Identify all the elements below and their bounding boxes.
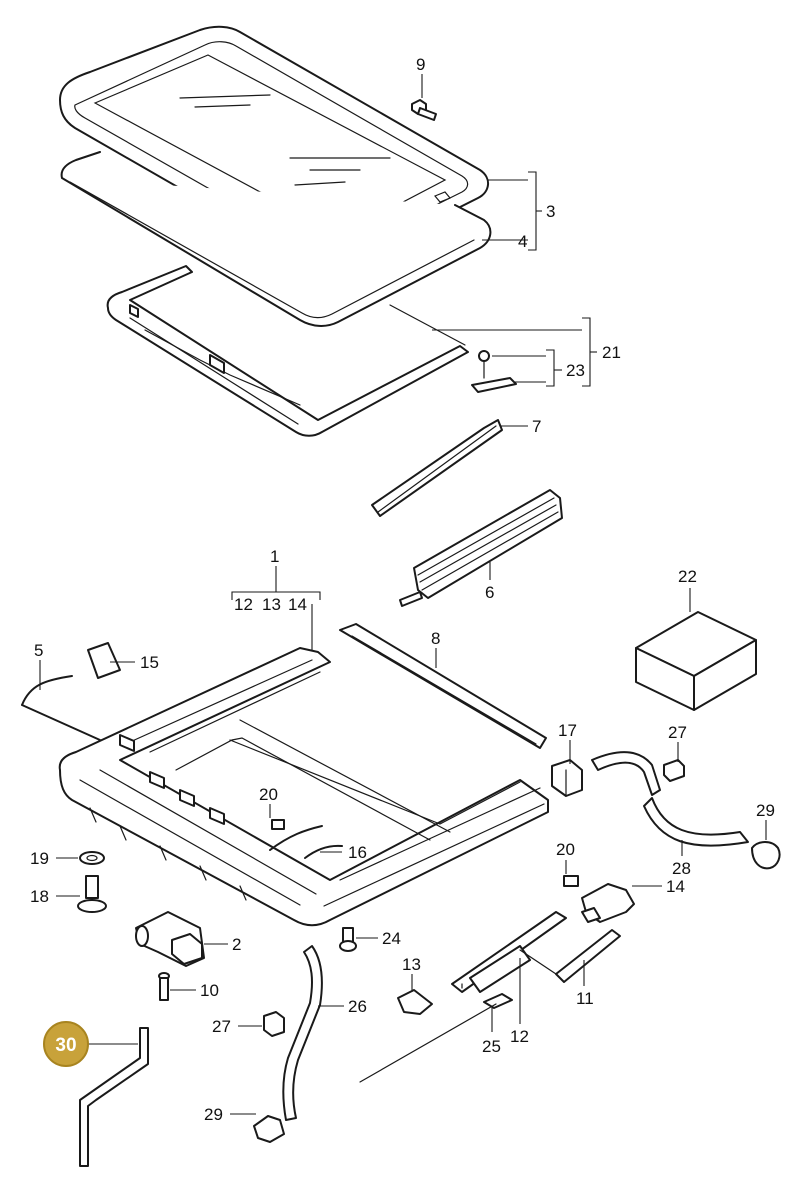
drain-hose-left-part: [253, 945, 323, 1143]
callout-26[interactable]: 26: [348, 997, 367, 1016]
callout-15[interactable]: 15: [140, 653, 159, 672]
callout-14-top[interactable]: 14: [288, 595, 307, 614]
slide-mechanism-part: [359, 875, 635, 1083]
callout-10[interactable]: 10: [200, 981, 219, 1000]
callout-3[interactable]: 3: [546, 202, 555, 221]
callout-28[interactable]: 28: [672, 859, 691, 878]
callout-14-right[interactable]: 14: [666, 877, 685, 896]
callout-27-right[interactable]: 27: [668, 723, 687, 742]
callout-4[interactable]: 4: [518, 232, 527, 251]
badge-label: 30: [55, 1035, 76, 1056]
box-part: [635, 611, 757, 711]
callout-2[interactable]: 2: [232, 935, 241, 954]
deflector-strip-part: [371, 419, 503, 517]
callout-20-right[interactable]: 20: [556, 840, 575, 859]
callout-13-bottom[interactable]: 13: [402, 955, 421, 974]
callout-11[interactable]: 11: [576, 989, 594, 1008]
drain-hose-right-part: [591, 751, 781, 870]
callout-24[interactable]: 24: [382, 929, 401, 948]
callout-23[interactable]: 23: [566, 361, 585, 380]
roof-frame-part: [58, 647, 549, 927]
motor-part: [135, 911, 205, 967]
highlight-badge-30[interactable]: 30: [43, 1021, 89, 1067]
callout-25[interactable]: 25: [482, 1037, 501, 1056]
callout-16[interactable]: 16: [348, 843, 367, 862]
callout-5[interactable]: 5: [34, 641, 43, 660]
callout-13-top[interactable]: 13: [262, 595, 281, 614]
screw-clip-part: [471, 350, 517, 393]
leader-lines: [39, 74, 767, 1115]
callout-labels: 9 3 4 21 23 7 6 1 12 13 14 8 22 5 15 17 …: [30, 55, 775, 1124]
pad-part: [87, 642, 121, 679]
callout-21[interactable]: 21: [602, 343, 621, 362]
callout-8[interactable]: 8: [431, 629, 440, 648]
callout-1[interactable]: 1: [270, 547, 279, 566]
bolt-part: [411, 99, 437, 121]
callout-19[interactable]: 19: [30, 849, 49, 868]
callout-29-right[interactable]: 29: [756, 801, 775, 820]
callout-22[interactable]: 22: [678, 567, 697, 586]
grommet-plug-part: [77, 851, 107, 913]
sunshade-part: [399, 489, 563, 607]
callout-17[interactable]: 17: [558, 721, 577, 740]
crank-part: [79, 1027, 149, 1167]
drain-channel-part: [21, 675, 101, 741]
callout-9[interactable]: 9: [416, 55, 425, 74]
frame-part: [106, 265, 469, 437]
drain-screw-part: [339, 927, 357, 952]
callout-6[interactable]: 6: [485, 583, 494, 602]
callout-7[interactable]: 7: [532, 417, 541, 436]
motor-screw-part: [158, 972, 170, 1001]
callout-20-left[interactable]: 20: [259, 785, 278, 804]
callout-18[interactable]: 18: [30, 887, 49, 906]
callout-29-left[interactable]: 29: [204, 1105, 223, 1124]
callout-12-top[interactable]: 12: [234, 595, 253, 614]
badge-circle: [43, 1021, 89, 1067]
rear-rail-part: [339, 623, 547, 749]
callout-12-bottom[interactable]: 12: [510, 1027, 529, 1046]
callout-27-left[interactable]: 27: [212, 1017, 231, 1036]
seal-frame-part: [60, 151, 492, 327]
connector-part: [551, 759, 583, 797]
